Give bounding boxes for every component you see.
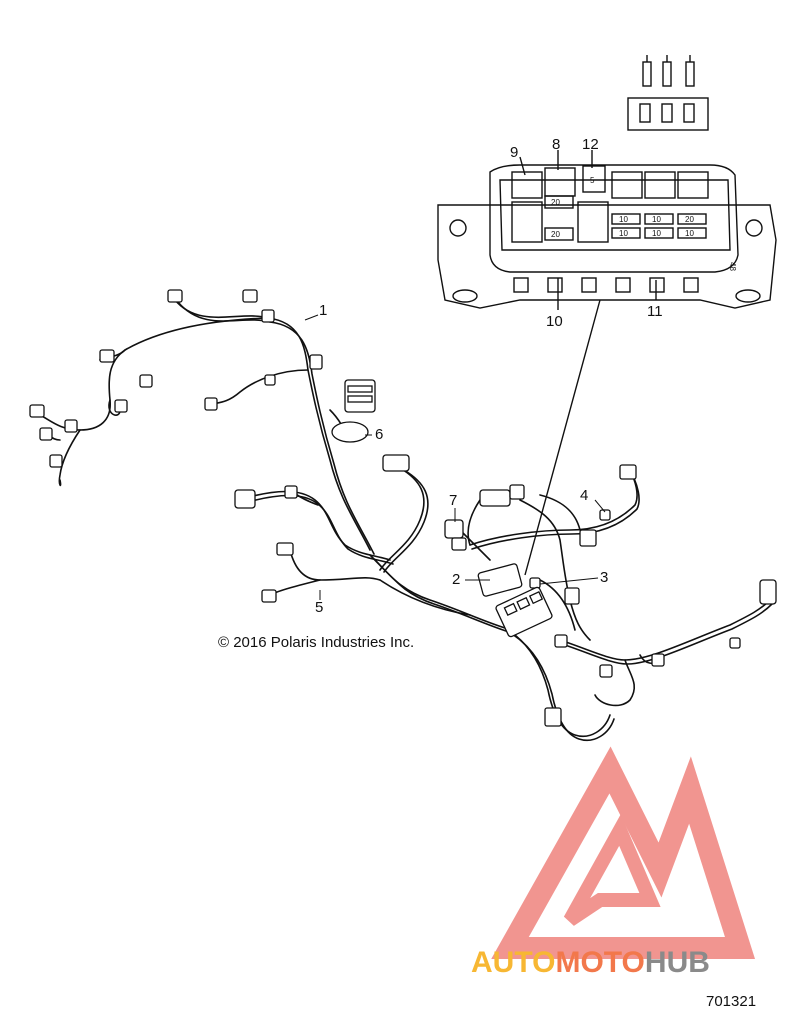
- logo-text-auto: AUTO: [471, 946, 556, 979]
- callout-7: 7: [449, 492, 458, 509]
- fuse-20-c: 20: [685, 215, 694, 224]
- fuse-box-assembly: [437, 55, 777, 576]
- fuse-box-base: [437, 204, 777, 309]
- callout-12: 12: [582, 136, 599, 153]
- watermark-logo-text: AUTOMOTOHUB: [471, 946, 710, 980]
- callout-10: 10: [546, 313, 563, 330]
- callout-1: 1: [319, 302, 328, 319]
- fuse-10-c: 10: [652, 215, 661, 224]
- callout-6: 6: [375, 426, 384, 443]
- side-mark-48: 48: [728, 262, 737, 271]
- diagram-number: 701321: [706, 993, 757, 1010]
- fuse-10-b: 10: [619, 229, 628, 238]
- logo-text-moto: MOTO: [555, 946, 645, 979]
- copyright-notice: © 2016 Polaris Industries Inc.: [218, 634, 415, 651]
- fuse-20-bottom: 20: [551, 230, 560, 239]
- fuse-10-d: 10: [652, 229, 661, 238]
- fuse-20-top: 20: [551, 198, 560, 207]
- callout-5: 5: [315, 599, 324, 616]
- callout-4: 4: [580, 487, 589, 504]
- fuse-value-labels: 20 20 10 10 20 10 10 10 5 48: [551, 176, 737, 271]
- harness-connectors: [29, 289, 777, 727]
- watermark-logo-triangle: [491, 746, 756, 959]
- callout-11: 11: [647, 303, 663, 320]
- callout-2: 2: [452, 571, 461, 588]
- fuse-10-a: 10: [619, 215, 628, 224]
- callout-leader-lines: [304, 314, 606, 600]
- callout-3: 3: [600, 569, 609, 586]
- fuse-box-housing: [489, 164, 739, 273]
- harness-wires: [39, 299, 773, 741]
- callout-8: 8: [552, 136, 561, 153]
- spare-fuses: [627, 55, 709, 131]
- logo-text-hub: HUB: [644, 946, 710, 979]
- callout-9: 9: [510, 144, 519, 161]
- fuse-10-e: 10: [685, 229, 694, 238]
- fuse-5: 5: [590, 176, 595, 185]
